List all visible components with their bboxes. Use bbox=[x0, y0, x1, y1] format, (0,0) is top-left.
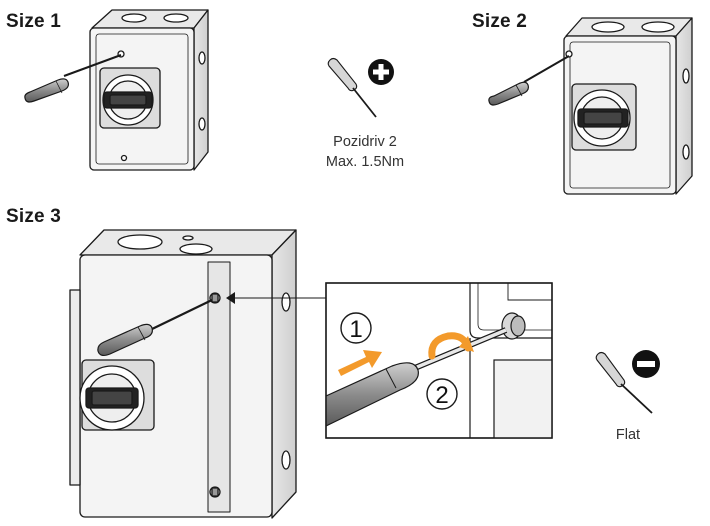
rotate-arrow-icon bbox=[428, 332, 474, 360]
step-2-number: 2 bbox=[435, 382, 448, 409]
pozidriv-note: Pozidriv 2 Max. 1.5Nm bbox=[300, 132, 430, 172]
push-arrow-icon bbox=[338, 350, 382, 376]
size-3-enclosure bbox=[69, 229, 297, 519]
step-1-badge: 1 bbox=[340, 312, 372, 344]
pozidriv-screwdriver-icon bbox=[327, 57, 377, 118]
size-3-screwdriver bbox=[97, 299, 213, 357]
pozidriv-torque: Max. 1.5Nm bbox=[325, 154, 405, 170]
size-2-label: Size 2 bbox=[472, 11, 528, 32]
size-1-label: Size 1 bbox=[6, 11, 62, 32]
size-1-screwdriver bbox=[24, 54, 122, 103]
pozidriv-name: Pozidriv 2 bbox=[333, 134, 397, 150]
flat-label: Flat bbox=[615, 427, 641, 443]
size-3-label: Size 3 bbox=[6, 206, 62, 227]
plus-icon bbox=[368, 59, 394, 85]
size-2-screwdriver bbox=[488, 55, 570, 106]
flat-screwdriver-icon bbox=[595, 351, 653, 414]
size-1-enclosure bbox=[89, 9, 209, 171]
minus-icon bbox=[632, 350, 660, 378]
size-2-enclosure bbox=[563, 17, 693, 195]
zoom-callout-connector bbox=[226, 292, 326, 304]
zoom-inset: 1 2 bbox=[325, 282, 553, 439]
step-2-badge: 2 bbox=[426, 378, 458, 410]
step-1-number: 1 bbox=[349, 316, 362, 343]
